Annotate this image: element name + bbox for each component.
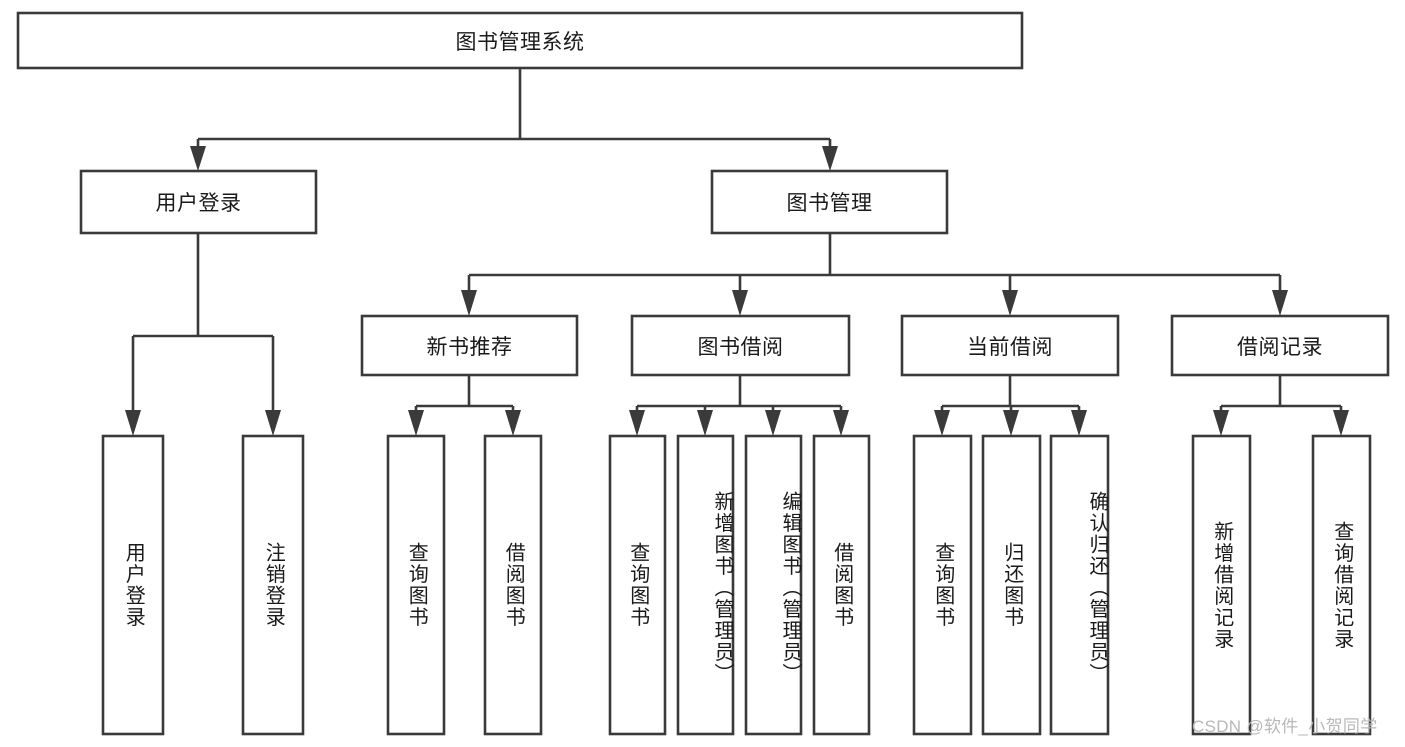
arrow-head-icon	[1213, 410, 1229, 436]
leaf-box-book-borrow-2[interactable]	[744, 434, 803, 736]
arrow-head-icon	[697, 410, 713, 436]
node-root-box[interactable]	[16, 11, 1024, 70]
arrow-head-icon	[1272, 290, 1288, 316]
leaf-box-current-borrow-2[interactable]	[1049, 434, 1110, 736]
leaf-box-current-borrow-0[interactable]	[912, 434, 973, 736]
node-current-borrow-box[interactable]	[900, 314, 1120, 377]
leaf-box-user-login-1[interactable]	[241, 434, 305, 736]
arrow-head-icon	[461, 290, 477, 316]
leaf-box-book-borrow-0[interactable]	[608, 434, 667, 736]
leaf-box-user-login-0[interactable]	[101, 434, 165, 736]
node-book-manage-box[interactable]	[710, 169, 949, 235]
arrow-head-icon	[190, 146, 206, 171]
connector-book-borrow-to-leaves	[629, 375, 849, 436]
leaf-box-new-book-1[interactable]	[483, 434, 543, 736]
arrow-head-icon	[833, 410, 849, 436]
leaf-box-borrow-record-1[interactable]	[1311, 434, 1372, 736]
arrow-head-icon	[265, 410, 281, 436]
arrow-head-icon	[732, 290, 748, 316]
arrow-head-icon	[505, 410, 521, 436]
leaf-box-book-borrow-1[interactable]	[676, 434, 735, 736]
leaf-box-borrow-record-0[interactable]	[1191, 434, 1252, 736]
arrow-head-icon	[1003, 410, 1019, 436]
arrow-head-icon	[629, 410, 645, 436]
node-borrow-record-box[interactable]	[1170, 314, 1390, 377]
arrow-head-icon	[822, 146, 838, 171]
leaf-box-new-book-0[interactable]	[386, 434, 446, 736]
arrow-head-icon	[1071, 410, 1087, 436]
leaf-box-current-borrow-1[interactable]	[981, 434, 1042, 736]
node-user-login-box[interactable]	[79, 169, 318, 235]
arrow-head-icon	[1002, 290, 1018, 316]
csdn-watermark: CSDN @软件_小贺同学	[1192, 717, 1378, 736]
connector-user-login-to-leaves	[125, 233, 281, 436]
connector-current-borrow-to-leaves	[934, 375, 1087, 436]
arrow-head-icon	[1333, 410, 1349, 436]
arrow-head-icon	[934, 410, 950, 436]
node-book-borrow-box[interactable]	[630, 314, 851, 377]
connector-borrow-record-to-leaves	[1213, 375, 1349, 436]
connector-new-book-to-leaves	[408, 375, 521, 436]
arrow-head-icon	[765, 410, 781, 436]
connector-book-manage-to-level3	[461, 233, 1288, 316]
connector-root-to-level2	[190, 68, 838, 171]
arrow-head-icon	[125, 410, 141, 436]
node-new-book-recommend-box[interactable]	[360, 314, 579, 377]
leaf-box-book-borrow-3[interactable]	[812, 434, 871, 736]
arrow-head-icon	[408, 410, 424, 436]
